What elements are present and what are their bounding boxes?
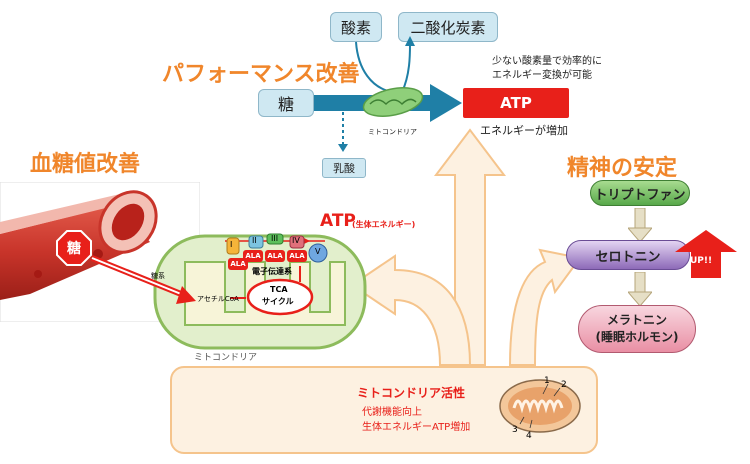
efficiency-note-line1: 少ない酸素量で効率的に <box>492 56 602 67</box>
tca-cycle-label: サイクル <box>262 297 294 306</box>
oxygen-box: 酸素 <box>330 12 382 42</box>
lactate-box: 乳酸 <box>322 158 366 178</box>
tca-label: TCA <box>270 285 288 294</box>
mitochondria-cutaway-illustration <box>499 379 581 433</box>
serotonin-pill: セロトニン <box>566 240 690 270</box>
activity-line2: 生体エネルギーATP増加 <box>362 422 471 433</box>
mental-stability-title: 精神の安定 <box>567 156 678 181</box>
cutaway-number-3: 3 <box>512 425 518 435</box>
complex-v-label: V <box>315 247 321 256</box>
atp-bio-energy-label: ATP <box>320 211 356 231</box>
efficiency-note-line2: エネルギー変換が可能 <box>492 70 592 81</box>
melatonin-label: メラトニン <box>606 313 667 327</box>
glycolysis-label: 糖系 <box>151 272 165 280</box>
up-label: UP!! <box>690 256 713 266</box>
ala-badge: ALA <box>228 258 248 270</box>
arrow-down-icon <box>628 208 652 242</box>
mito-small-label: ミトコンドリア <box>368 128 417 136</box>
complex-iii-label: III <box>271 234 279 243</box>
performance-title: パフォーマンス改善 <box>162 62 360 87</box>
sugar-octagon <box>56 230 92 266</box>
cutaway-number-2: 2 <box>561 380 567 390</box>
etc-label: 電子伝達系 <box>252 267 292 276</box>
ala-badge: ALA <box>265 250 285 262</box>
ala-badge: ALA <box>287 250 307 262</box>
complex-iv-label: IV <box>292 236 300 245</box>
cutaway-number-1: 1 <box>544 376 550 386</box>
mitochondria-label: ミトコンドリア <box>194 353 258 363</box>
complex-i-label: I <box>230 240 233 249</box>
sugar-octagon-label: 糖 <box>67 241 81 257</box>
up-arrow-icon <box>675 230 737 278</box>
arrow-down-icon <box>628 272 652 306</box>
atp-box: ATP <box>463 88 569 118</box>
atp-bio-energy-sub: (生体エネルギー) <box>352 220 416 229</box>
energy-up-label: エネルギーが増加 <box>480 124 568 137</box>
cutaway-number-4: 4 <box>526 431 532 441</box>
co2-box: 二酸化炭素 <box>398 12 498 42</box>
activity-title: ミトコンドリア活性 <box>357 386 466 400</box>
ala-badge: ALA <box>243 250 263 262</box>
melatonin-sub-label: (睡眠ホルモン) <box>595 330 679 344</box>
acetyl-coa-label: アセチルCoA <box>197 295 239 303</box>
tryptophan-pill: トリプトファン <box>590 180 690 206</box>
blood-sugar-title: 血糖値改善 <box>30 152 141 177</box>
complex-ii-label: II <box>252 236 257 245</box>
sugar-box: 糖 <box>258 89 314 117</box>
melatonin-pill: メラトニン (睡眠ホルモン) <box>578 305 696 353</box>
activity-line1: 代謝機能向上 <box>362 407 422 418</box>
